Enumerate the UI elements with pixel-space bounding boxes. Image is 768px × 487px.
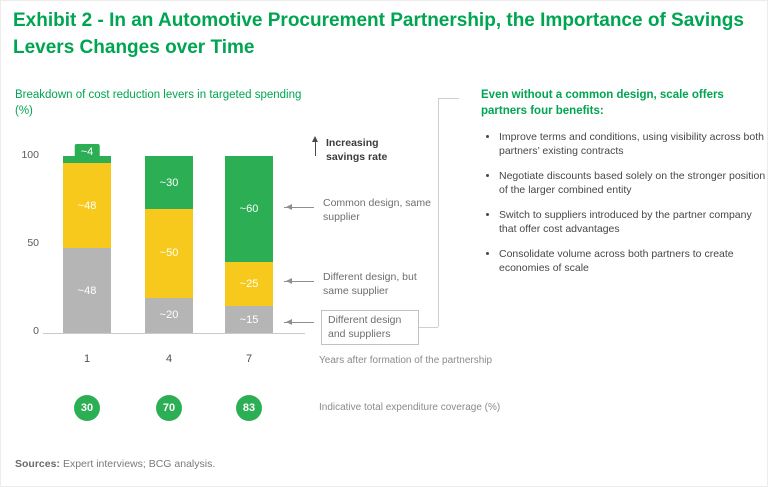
benefit-item: Negotiate discounts based solely on the … xyxy=(499,170,767,198)
bar-segment: ~48 xyxy=(63,163,111,249)
x-axis-caption: Years after formation of the partnership xyxy=(319,355,493,366)
x-axis-tick: 7 xyxy=(245,353,253,365)
benefits-list: Improve terms and conditions, using visi… xyxy=(485,131,767,287)
bar-segment: ~60 xyxy=(225,156,273,263)
benefit-item: Consolidate volume across both partners … xyxy=(499,248,767,276)
annotation-different-design-same-supplier: Different design, but same supplier xyxy=(323,271,417,297)
bar-segment: ~15 xyxy=(225,306,273,333)
bar-value-label: ~48 xyxy=(77,199,97,212)
sources-footer: Sources:Expert interviews; BCG analysis. xyxy=(15,458,215,470)
x-axis-tick: 4 xyxy=(165,353,173,365)
y-axis-tick: 100 xyxy=(21,149,39,161)
bar-value-label: ~15 xyxy=(239,313,259,326)
bar-segment: ~20 xyxy=(145,297,193,333)
arrow-left-icon xyxy=(284,319,314,325)
arrow-left-icon xyxy=(284,204,314,210)
bar-value-label: ~30 xyxy=(159,176,179,189)
bar-value-label: ~25 xyxy=(239,278,259,291)
y-axis-tick: 50 xyxy=(27,237,39,249)
stacked-bar-plot: ~48 ~48 ~4 ~20 ~50 ~30 ~15 ~25 ~60 xyxy=(1,143,461,333)
annotation-increasing-savings-rate: Increasing savings rate xyxy=(326,137,388,163)
connector-line xyxy=(439,98,459,99)
y-axis-tick: 0 xyxy=(33,325,39,337)
coverage-badge: 30 xyxy=(74,395,100,421)
benefit-item: Improve terms and conditions, using visi… xyxy=(499,131,767,159)
arrow-left-icon xyxy=(284,278,314,284)
chart-subtitle: Breakdown of cost reduction levers in ta… xyxy=(15,89,302,117)
connector-line xyxy=(438,98,439,327)
sources-text: Expert interviews; BCG analysis. xyxy=(62,458,216,470)
x-axis-baseline xyxy=(43,333,305,334)
sources-label: Sources: xyxy=(15,458,60,470)
bar-value-label: ~60 xyxy=(239,203,259,216)
benefit-item: Switch to suppliers introduced by the pa… xyxy=(499,209,767,237)
bar-segment: ~48 xyxy=(63,248,111,333)
bar-segment: ~50 xyxy=(145,209,193,298)
connector-line xyxy=(419,327,438,328)
annotation-different-design-suppliers-box: Different design and suppliers xyxy=(321,310,419,346)
page-title: Exhibit 2 - In an Automotive Procurement… xyxy=(13,10,744,58)
arrow-up-icon xyxy=(312,136,318,156)
bar-value-label: ~20 xyxy=(159,309,179,322)
annotation-common-design: Common design, same supplier xyxy=(323,197,431,223)
bar-segment: ~25 xyxy=(225,262,273,307)
right-panel-heading: Even without a common design, scale offe… xyxy=(481,89,724,117)
coverage-badge: 70 xyxy=(156,395,182,421)
bar-value-label: ~50 xyxy=(159,247,179,260)
coverage-badge: 83 xyxy=(236,395,262,421)
bar-value-label: ~48 xyxy=(77,284,97,297)
bar-value-label: ~4 xyxy=(74,143,100,160)
x-axis-tick: 1 xyxy=(83,353,91,365)
coverage-caption: Indicative total expenditure coverage (%… xyxy=(319,402,501,413)
bar-segment: ~30 xyxy=(145,156,193,210)
